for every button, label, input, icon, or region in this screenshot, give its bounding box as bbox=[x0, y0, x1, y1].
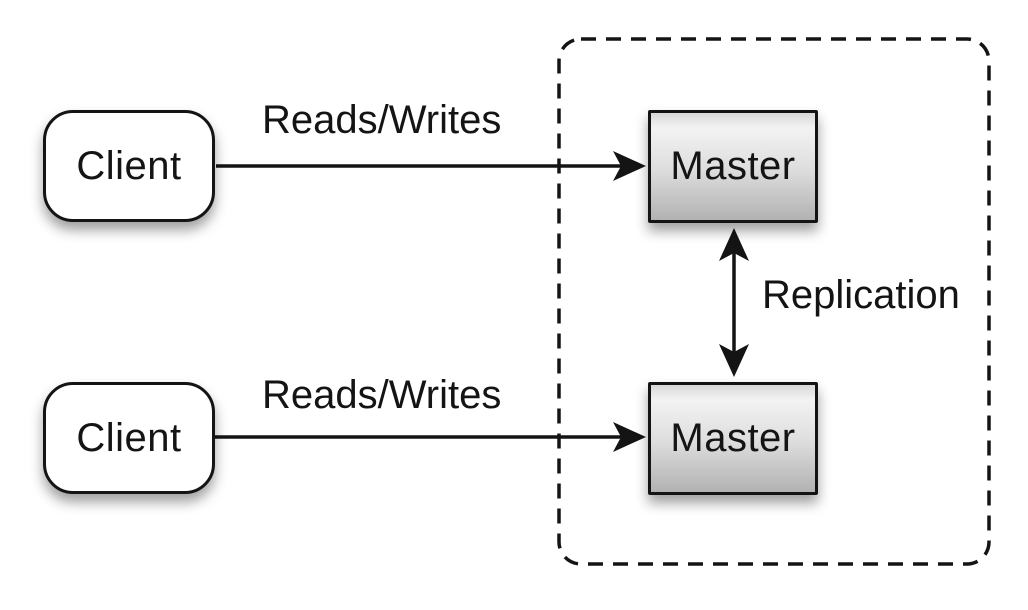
edge-replication bbox=[719, 228, 749, 377]
replication-group-border bbox=[557, 37, 991, 566]
edge-reads-writes-bottom bbox=[214, 422, 646, 452]
node-label: Master bbox=[670, 144, 796, 188]
arrowhead-down-icon bbox=[719, 344, 749, 377]
node-label: Client bbox=[76, 415, 182, 460]
edge-label-reads-writes-bottom: Reads/Writes bbox=[262, 373, 502, 417]
node-label: Master bbox=[670, 416, 796, 460]
edge-label-replication: Replication bbox=[762, 273, 960, 317]
node-master-bottom: Master bbox=[648, 382, 818, 495]
arrowhead-up-icon bbox=[719, 228, 749, 261]
arrowhead-right-icon bbox=[613, 151, 646, 181]
node-master-top: Master bbox=[648, 110, 818, 223]
edge-label-reads-writes-top: Reads/Writes bbox=[262, 98, 502, 142]
edge-reads-writes-top bbox=[216, 151, 646, 181]
node-client-bottom: Client bbox=[43, 382, 215, 494]
arrowhead-right-icon bbox=[613, 422, 646, 452]
node-client-top: Client bbox=[43, 110, 215, 222]
node-label: Client bbox=[76, 143, 182, 188]
